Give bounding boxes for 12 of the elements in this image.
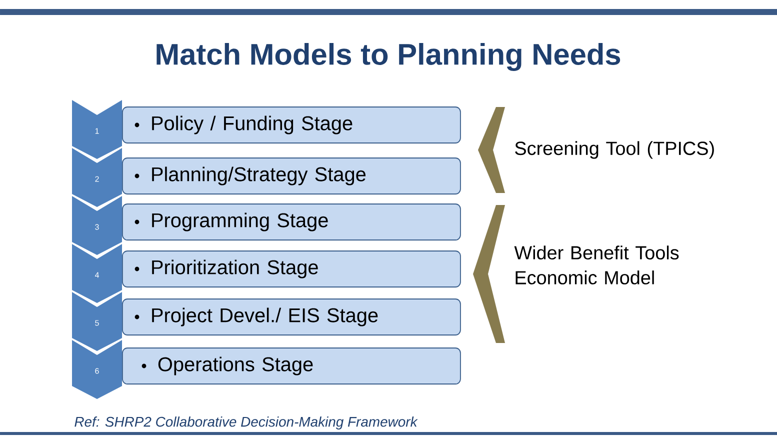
title: Match Models to Planning Needs xyxy=(156,43,620,71)
tool-label: Wider Benefit Tools Economic Model xyxy=(514,246,679,284)
stage-box: Operations Stage xyxy=(122,348,461,384)
stage-box: Project Devel./ EIS Stage xyxy=(122,298,461,336)
stage-box: Prioritization Stage xyxy=(122,250,461,288)
caption: Ref: SHRP2 Collaborative Decision-Making Framework xyxy=(74,416,418,430)
stage-box: Policy / Funding Stage xyxy=(122,106,461,144)
bracket xyxy=(478,107,505,193)
bracket xyxy=(473,205,505,343)
tool-label: Screening Tool (TPICS) xyxy=(515,141,714,159)
stage-box: Planning/Strategy Stage xyxy=(122,158,461,194)
stage-box: Programming Stage xyxy=(122,204,461,240)
